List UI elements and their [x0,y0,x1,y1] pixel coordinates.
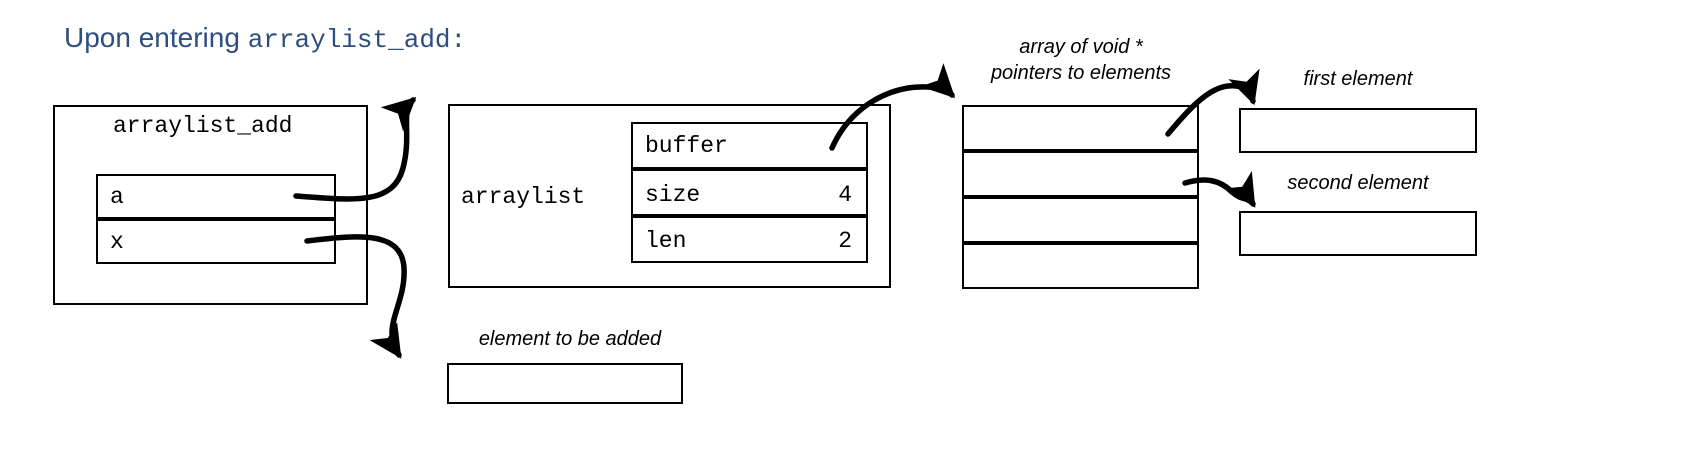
second-element-label: second element [1287,172,1429,194]
first-element-box [1239,108,1477,153]
arraylist-field-len-label: len [645,228,687,254]
page-title-code: arraylist_add: [247,25,467,55]
stack-var-x-cell [96,219,336,264]
stack-frame-box [53,105,368,305]
arraylist-field-buffer-label: buffer [645,133,728,159]
arraylist-field-size-value: 4 [838,182,852,208]
arraylist-field-len-cell [631,216,868,263]
first-element-label: first element [1303,68,1413,90]
arraylist-field-size-cell [631,169,868,216]
buffer-slot-1 [962,151,1199,197]
page-title: Upon entering arraylist_add: [64,22,466,55]
buffer-array-annotation-line1: array of void * [1019,36,1143,58]
stack-var-x-label: x [110,229,124,255]
buffer-slot-2 [962,197,1199,243]
new-element-box [447,363,683,404]
second-element-box [1239,211,1477,256]
stack-var-a-cell [96,174,336,219]
stack-var-a-label: a [110,184,124,210]
buffer-slot-0 [962,105,1199,151]
page-title-prefix: Upon entering [64,22,248,53]
arraylist-field-size-label: size [645,182,701,208]
buffer-slot-3 [962,243,1199,289]
arraylist-struct-box [448,104,891,288]
stack-frame-name: arraylist_add [113,113,293,139]
new-element-label: element to be added [478,328,662,350]
arraylist-struct-label: arraylist [461,184,586,210]
arraylist-field-len-value: 2 [838,228,852,254]
buffer-array-annotation-line2: pointers to elements [990,62,1172,84]
